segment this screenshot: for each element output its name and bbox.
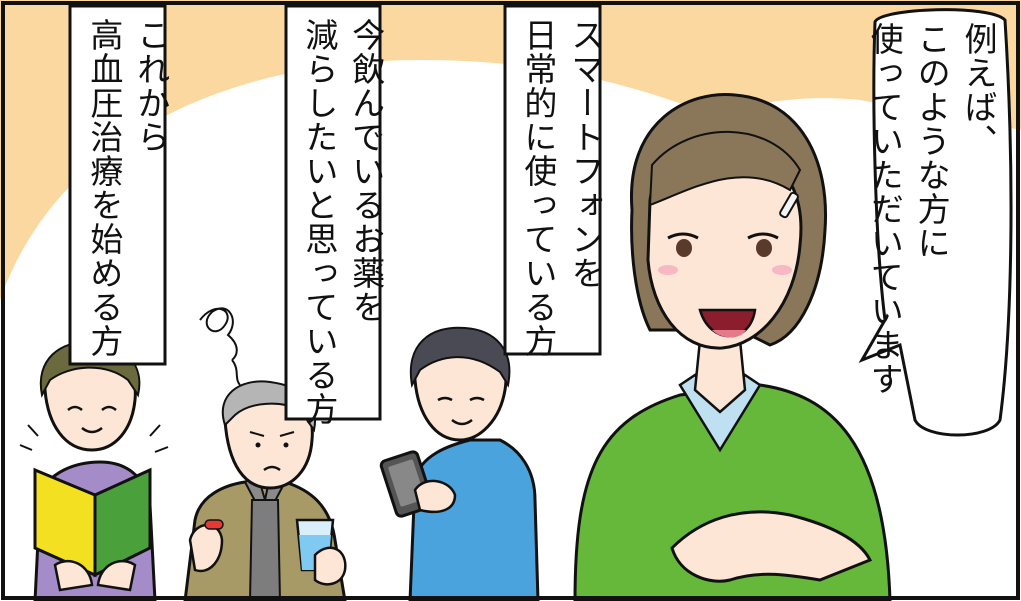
woman-presenter [573,92,892,601]
caption-box-hypertension [68,4,167,366]
young-man-with-phone [379,326,540,601]
caption-reduce-medicine: 今飲んでいるお薬を 減らしたいと思っている方 [299,18,386,426]
pill-icon [204,519,224,530]
elderly-man-with-medicine [183,307,347,601]
speech-bubble [858,8,1013,437]
caption-smartphone-users: スマートフォンを 日常的に使っている方 [518,18,605,358]
caption-box-smartphone [503,4,602,356]
speech-bubble-text: 例えば、 このような方に 使っていただいています [865,22,998,396]
caption-box-medicine [284,4,382,421]
scribble-worry-icon [199,307,241,386]
beginner-person [19,340,169,601]
caption-start-hypertension-treatment: これから 高血圧治療を始める方 [84,18,171,358]
beginner-driver-mark-icon [33,467,152,578]
